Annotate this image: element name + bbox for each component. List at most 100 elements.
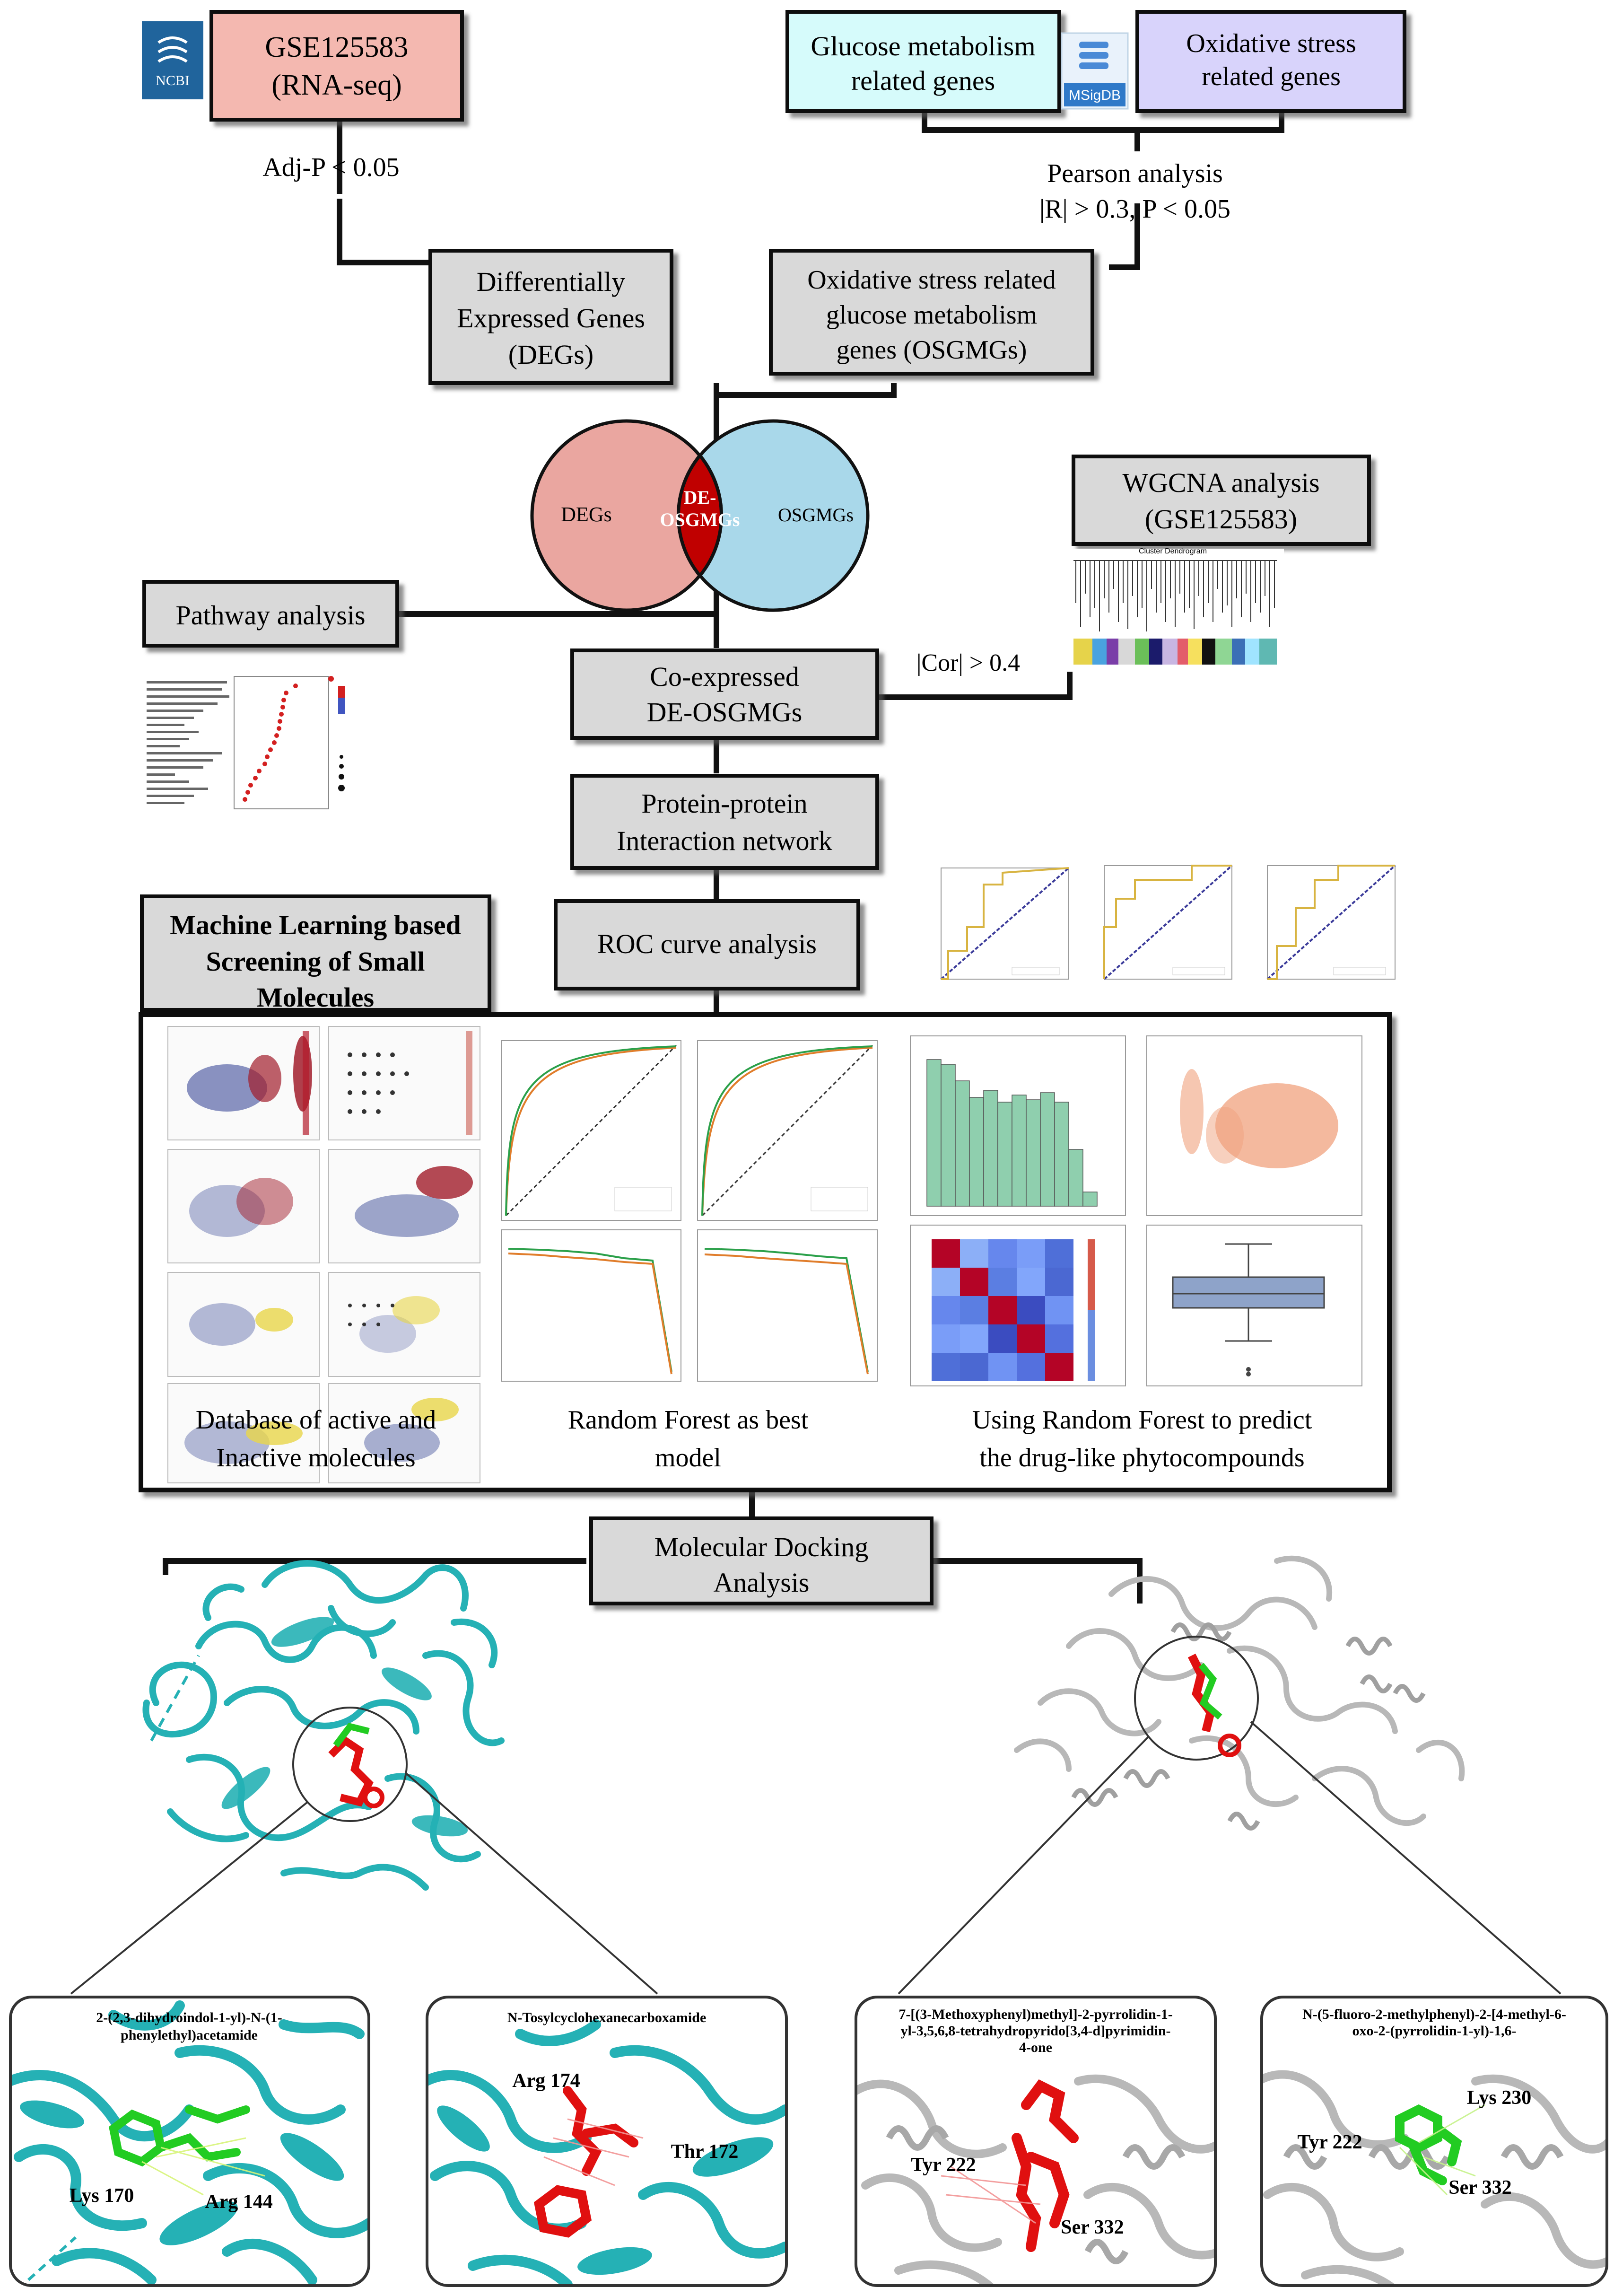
docking-panel-4: N-(5-fluoro-2-methylphenyl)-2-[4-methyl-… [1260, 1996, 1608, 2287]
glucose-genes-box: Glucose metabolism related genes [785, 10, 1061, 113]
adjp-filter-label: Adj-P < 0.05 [262, 153, 399, 182]
pathway-box: Pathway analysis [142, 580, 399, 648]
panel-3-title-3: 4-one [1019, 2040, 1052, 2055]
panel-2-residue-2: Thr 172 [671, 2141, 739, 2163]
venn-diagram: DEGs DE- OSGMGs OSGMGs [530, 419, 870, 612]
osgmgs-box: Oxidative stress related glucose metabol… [769, 249, 1094, 376]
docking-box: Molecular Docking Analysis [589, 1516, 934, 1605]
svg-text:Screening of Small: Screening of Small [206, 946, 425, 977]
svg-text:Pathway analysis: Pathway analysis [175, 600, 365, 631]
panel-3-title-1: 7-[(3-Methoxyphenyl)methyl]-2-pyrrolidin… [899, 2007, 1172, 2022]
panel-2-residue-1: Arg 174 [512, 2070, 580, 2092]
svg-text:Protein-protein: Protein-protein [641, 788, 807, 819]
venn-osgmgs-label: OSGMGs [778, 504, 854, 526]
svg-text:WGCNA analysis: WGCNA analysis [1122, 467, 1319, 498]
svg-text:related genes: related genes [851, 65, 995, 96]
wgcna-module-colors [1073, 639, 1277, 665]
panel-2-title-1: N-Tosylcyclohexanecarboxamide [507, 2010, 707, 2025]
panel-3-residue-2: Ser 332 [1061, 2217, 1124, 2238]
svg-text:MSigDB: MSigDB [1069, 88, 1121, 103]
svg-text:Analysis: Analysis [714, 1567, 810, 1598]
panel-4-title-2: oxo-2-(pyrrolidin-1-yl)-1,6- [1352, 2023, 1517, 2039]
svg-text:Molecules: Molecules [257, 982, 374, 1013]
panel-3-title-2: yl-3,5,6,8-tetrahydropyrido[3,4-d]pyrimi… [900, 2023, 1170, 2039]
ml-title-box: Machine Learning based Screening of Smal… [140, 894, 491, 1013]
gse-source-box: GSE125583 (RNA-seq) [209, 10, 464, 122]
ligand-grey-overview [1187, 1653, 1241, 1757]
ml-scatter-grid [167, 1026, 480, 1483]
panel-3-residue-1: Tyr 222 [911, 2154, 976, 2176]
svg-text:Interaction network: Interaction network [617, 825, 832, 856]
ml-model-plots [501, 1040, 878, 1382]
ml-caption-predict-1: Using Random Forest to predict [972, 1405, 1312, 1435]
svg-text:Differentially: Differentially [477, 266, 626, 297]
venn-center-label-2: OSGMGs [660, 509, 740, 530]
panel-1-title-1: 2-(2,3-dihydroindol-1-yl)-N-(1- [96, 2010, 282, 2025]
roc-curves-thumbnails [929, 856, 1407, 996]
venn-degs-label: DEGs [561, 503, 612, 526]
panel-4-residue-2: Tyr 222 [1297, 2131, 1362, 2153]
svg-text:Molecular Docking: Molecular Docking [654, 1532, 869, 1562]
ligand-teal-overview [328, 1723, 384, 1808]
docking-panel-2: N-Tosylcyclohexanecarboxamide Arg 174 Th… [426, 1996, 788, 2287]
cor-threshold-label: |Cor| > 0.4 [916, 649, 1020, 676]
panel-4-title-1: N-(5-fluoro-2-methylphenyl)-2-[4-methyl-… [1302, 2007, 1566, 2022]
svg-text:DE-OSGMGs: DE-OSGMGs [647, 697, 803, 727]
teal-dashed-loop [150, 1655, 200, 1742]
connector-lines [163, 106, 1284, 1604]
svg-text:glucose metabolism: glucose metabolism [826, 300, 1037, 330]
ml-panel: Database of active and Inactive molecule… [139, 1012, 1392, 1492]
svg-text:Cluster Dendrogram: Cluster Dendrogram [1139, 547, 1207, 555]
panel-4-residue-3: Ser 332 [1448, 2177, 1511, 2199]
panel-4-residue-1: Lys 230 [1467, 2087, 1532, 2109]
svg-text:ROC curve analysis: ROC curve analysis [597, 929, 817, 959]
zoom-indicators [70, 1636, 1562, 1995]
ml-caption-rf-2: model [655, 1443, 721, 1472]
ml-boxplot [1172, 1243, 1325, 1376]
wgcna-box: WGCNA analysis (GSE125583) [1072, 455, 1371, 546]
roc-box: ROC curve analysis [554, 899, 860, 990]
svg-text:Glucose metabolism: Glucose metabolism [811, 31, 1035, 61]
pearson-label: Pearson analysis |R| > 0.3, P < 0.05 [1039, 159, 1230, 224]
oxidative-genes-box: Oxidative stress related genes [1135, 10, 1406, 113]
svg-text:(DEGs): (DEGs) [508, 339, 593, 370]
svg-text:|R| > 0.3, P < 0.05: |R| > 0.3, P < 0.05 [1039, 194, 1230, 224]
svg-text:related genes: related genes [1202, 62, 1341, 91]
svg-text:NCBI: NCBI [156, 73, 190, 88]
docking-panel-3: 7-[(3-Methoxyphenyl)methyl]-2-pyrrolidin… [855, 1996, 1217, 2287]
wgcna-dendrogram-thumbnail: Cluster Dendrogram [1062, 547, 1284, 672]
svg-text:Machine Learning based: Machine Learning based [170, 910, 461, 940]
ml-correlation-heatmap [932, 1239, 1095, 1381]
svg-text:Co-expressed: Co-expressed [650, 661, 799, 692]
gse-title: GSE125583 [265, 31, 408, 63]
docking-panel-1: 2-(2,3-dihydroindol-1-yl)-N-(1- phenylet… [9, 1996, 370, 2287]
grey-protein-helices [1071, 1622, 1426, 1831]
grey-protein-structure [1014, 1555, 1465, 1826]
ml-caption-database-1: Database of active and [196, 1405, 436, 1435]
msigdb-logo: MSigDB [1061, 32, 1129, 110]
svg-text:genes (OSGMGs): genes (OSGMGs) [837, 335, 1027, 365]
ml-caption-predict-2: the drug-like phytocompounds [979, 1443, 1304, 1472]
gse-subtitle: (RNA-seq) [271, 69, 402, 101]
venn-center-label-1: DE- [684, 487, 716, 508]
svg-text:Expressed Genes: Expressed Genes [457, 303, 645, 333]
teal-protein-helices [221, 1617, 468, 1837]
svg-text:Pearson analysis: Pearson analysis [1047, 159, 1223, 188]
degs-box: Differentially Expressed Genes (DEGs) [428, 249, 673, 385]
svg-text:(GSE125583): (GSE125583) [1145, 504, 1297, 535]
pathway-dotplot-thumbnail [137, 669, 369, 816]
ml-druglike-plots [910, 1035, 1362, 1386]
coexpressed-box: Co-expressed DE-OSGMGs [570, 648, 879, 740]
panel-1-residue-1: Lys 170 [70, 2185, 134, 2207]
svg-text:Oxidative stress: Oxidative stress [1186, 29, 1356, 58]
ncbi-logo: NCBI [142, 21, 203, 99]
panel-1-residue-2: Arg 144 [205, 2191, 272, 2213]
teal-protein-structure [142, 1560, 505, 1891]
svg-text:Oxidative stress related: Oxidative stress related [807, 265, 1056, 295]
ppi-box: Protein-protein Interaction network [570, 774, 879, 870]
panel-1-title-2: phenylethyl)acetamide [121, 2027, 258, 2043]
ml-caption-database-2: Inactive molecules [216, 1443, 415, 1472]
ml-caption-rf-1: Random Forest as best [568, 1405, 809, 1435]
